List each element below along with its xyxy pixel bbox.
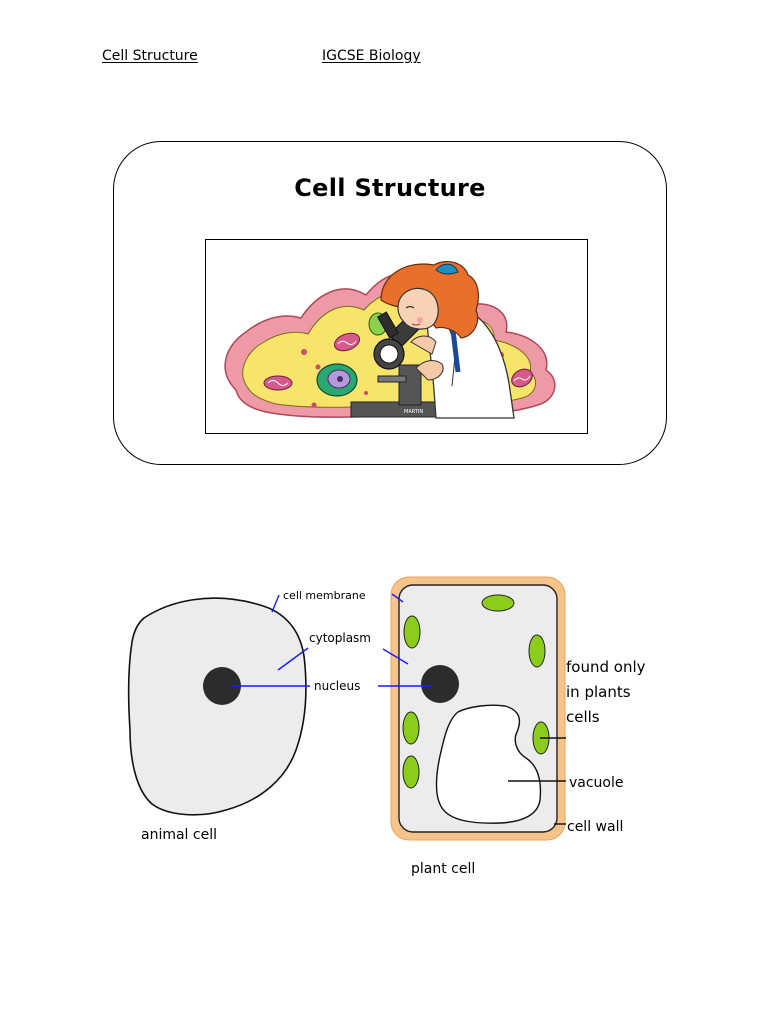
chloroplast [528, 634, 546, 668]
label-plant-cell: plant cell [411, 861, 475, 877]
animal-cell-membrane [127, 597, 307, 816]
scientist-microscope-illustration: MARTIN [224, 261, 556, 419]
page-title: Cell Structure [294, 174, 486, 202]
label-found-only-3: cells [566, 708, 600, 726]
header-topic: Cell Structure [102, 48, 198, 64]
plant-vacuole [435, 704, 542, 824]
chloroplast [402, 711, 420, 745]
label-cell-membrane: cell membrane [283, 589, 366, 602]
cell-comparison-diagram: cell membrane cytoplasm nucleus found on… [127, 576, 646, 877]
label-cell-wall: cell wall [567, 819, 623, 835]
chloroplast [481, 594, 515, 612]
header-subject: IGCSE Biology [322, 48, 421, 64]
label-found-only-1: found only [566, 658, 646, 676]
chloroplast [403, 615, 421, 649]
scientist-illustration-frame: MARTIN [205, 239, 588, 434]
chloroplast [402, 755, 420, 789]
label-nucleus: nucleus [314, 679, 360, 693]
illustration-credit: MARTIN [404, 409, 423, 415]
label-found-only-2: in plants [566, 683, 631, 701]
title-card: Cell Structure MARTIN [113, 141, 667, 465]
plant-nucleus [421, 665, 459, 703]
label-vacuole: vacuole [569, 775, 624, 791]
label-cytoplasm: cytoplasm [309, 631, 371, 645]
label-animal-cell: animal cell [141, 827, 217, 843]
animal-nucleus [203, 667, 241, 705]
